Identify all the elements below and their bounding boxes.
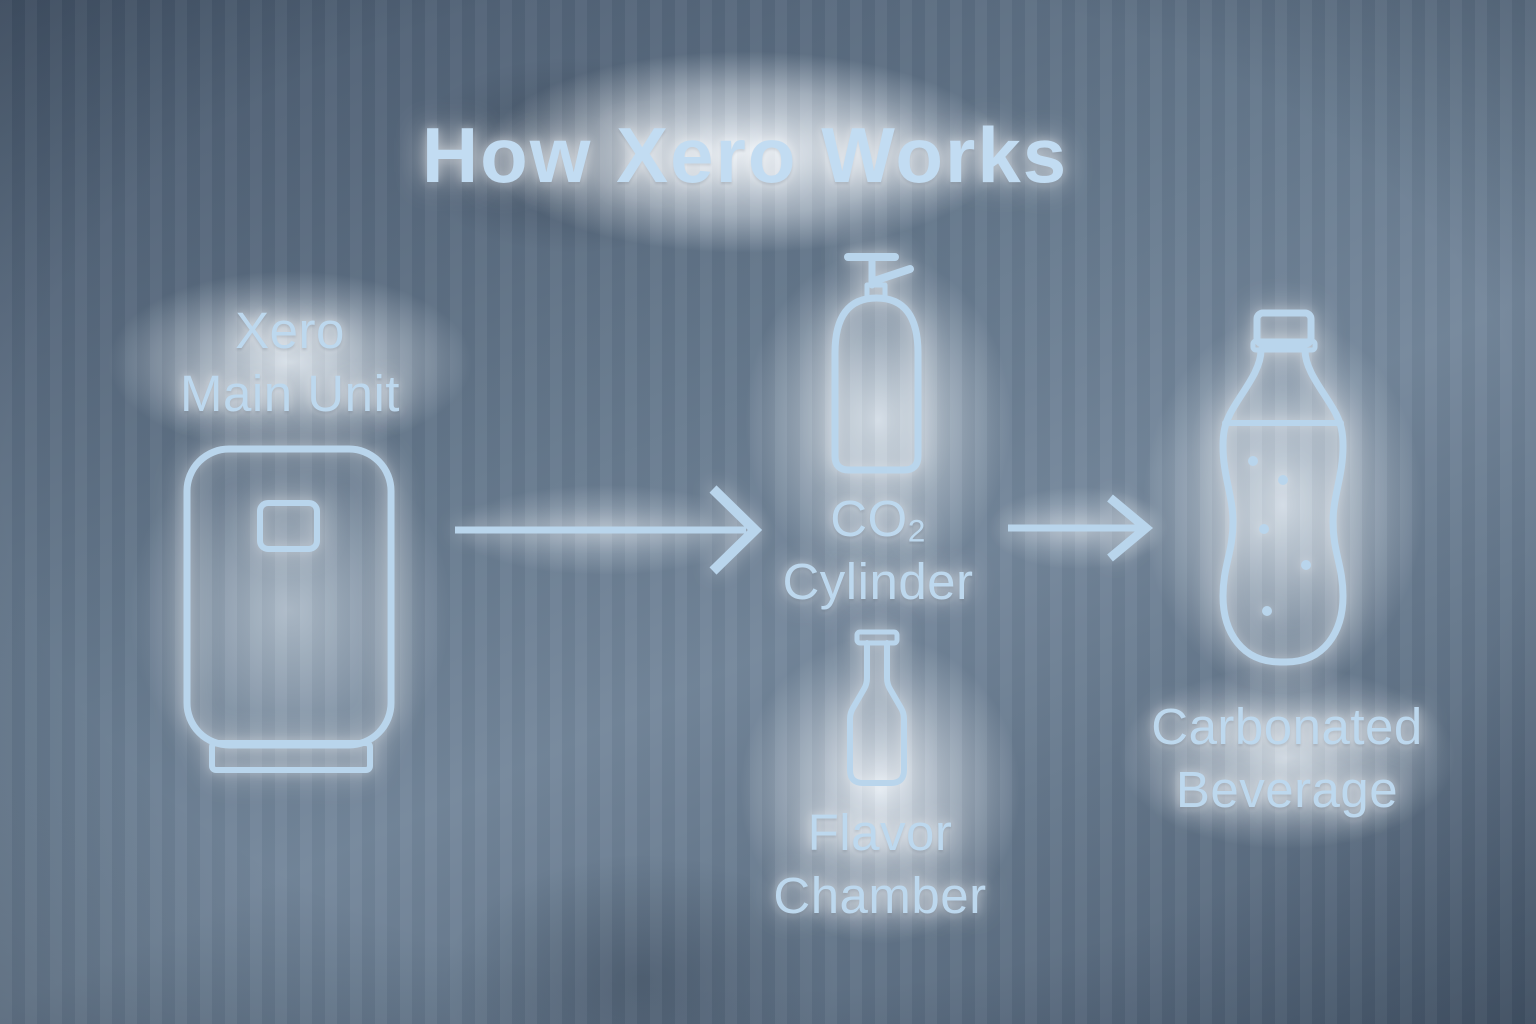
carbonated-beverage-label-line1: Carbonated bbox=[1151, 698, 1423, 755]
main-unit-label-line1: Xero bbox=[235, 302, 345, 359]
bubble bbox=[1262, 606, 1272, 616]
flavor-chamber-label-line2: Chamber bbox=[773, 867, 987, 924]
carbonated-beverage-label-line2: Beverage bbox=[1175, 761, 1399, 818]
carbonated-beverage-label: Carbonated Beverage bbox=[1151, 695, 1423, 821]
bottle-outline bbox=[1219, 346, 1347, 666]
bubble bbox=[1248, 456, 1258, 466]
diagram-title: How Xero Works bbox=[421, 111, 1069, 199]
valve-spout bbox=[870, 265, 914, 285]
co2-cylinder-label: CO2 Cylinder bbox=[782, 487, 973, 613]
appliance-icon bbox=[183, 445, 395, 773]
bubble bbox=[1278, 475, 1288, 485]
cylinder-body bbox=[831, 294, 922, 474]
soda-bottle-icon bbox=[1219, 309, 1347, 666]
main-unit-label: Xero Main Unit bbox=[180, 299, 400, 425]
bubble bbox=[1259, 524, 1269, 534]
bottle-cap bbox=[1253, 309, 1315, 348]
appliance-screen bbox=[257, 500, 320, 552]
flavor-chamber-label: Flavor Chamber bbox=[773, 801, 986, 927]
appliance-base bbox=[209, 740, 373, 773]
flavor-chamber-label-line1: Flavor bbox=[807, 804, 953, 861]
appliance-body bbox=[183, 445, 395, 749]
co2-formula-subscript: 2 bbox=[907, 512, 926, 549]
arrow-right-icon bbox=[455, 485, 763, 575]
co2-formula-base: CO bbox=[830, 490, 908, 547]
flavor-bottle-icon bbox=[847, 629, 907, 786]
gas-cylinder-icon bbox=[831, 253, 922, 474]
bottle-cap-flange bbox=[1250, 338, 1318, 353]
bubble bbox=[1301, 560, 1311, 570]
arrow-right-icon bbox=[1008, 494, 1154, 562]
co2-cylinder-label-line1: CO2 bbox=[782, 487, 973, 550]
bottle-lip bbox=[854, 629, 900, 646]
co2-cylinder-label-line2: Cylinder bbox=[782, 553, 974, 610]
bottle-outline bbox=[847, 640, 907, 786]
main-unit-label-line2: Main Unit bbox=[180, 365, 400, 422]
